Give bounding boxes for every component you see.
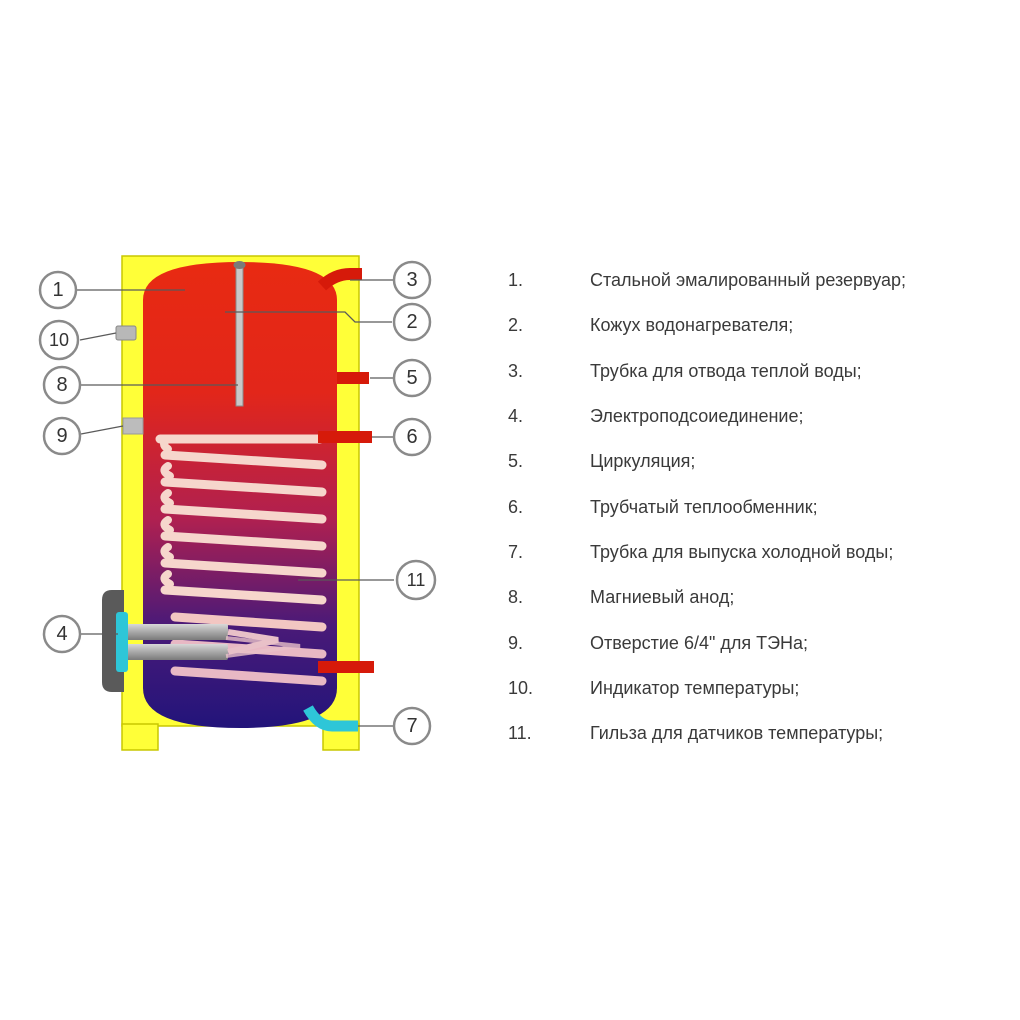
callout-label: 5 (406, 367, 417, 389)
callout-label: 10 (49, 330, 69, 350)
legend-item: 2. Кожух водонагревателя; (508, 303, 1008, 348)
legend-number: 10. (508, 677, 534, 698)
legend-number: 2. (508, 315, 524, 336)
legend-text: Гильза для датчиков температуры; (590, 723, 884, 744)
legend-list: 1. Стальной эмалированный резервуар; 2. … (508, 258, 1008, 756)
legend-number: 6. (508, 496, 524, 517)
legend-item: 3. Трубка для отвода теплой воды; (508, 349, 1008, 394)
electric-heater-element (120, 624, 301, 660)
callout-8: 8 (42, 365, 82, 405)
callout-6: 6 (392, 417, 432, 457)
legend-item: 9. Отверстие 6/4" для ТЭНа; (508, 620, 1008, 665)
callout-label: 8 (56, 374, 67, 396)
legend-item: 6. Трубчатый теплообменник; (508, 484, 1008, 529)
legend-text: Трубка для выпуска холодной воды; (590, 541, 894, 562)
steel-tank (143, 262, 337, 728)
heat-exchanger-inlet (318, 431, 372, 443)
callout-label: 2 (406, 311, 417, 333)
legend-item: 4. Электроподсоиединение; (508, 394, 1008, 439)
callout-label: 3 (406, 269, 417, 291)
callout-4: 4 (42, 614, 82, 654)
legend-number: 8. (508, 587, 524, 608)
legend-number: 1. (508, 270, 524, 291)
electrical-connection (102, 590, 128, 692)
callout-5: 5 (392, 358, 432, 398)
legend-number: 11. (508, 723, 532, 744)
legend-item: 1. Стальной эмалированный резервуар; (508, 258, 1008, 303)
cold-water-pipe (303, 705, 358, 732)
callout-label: 11 (407, 570, 426, 590)
legend-item: 8. Магниевый анод; (508, 575, 1008, 620)
callout-label: 9 (56, 425, 67, 447)
legend-text: Магниевый анод; (590, 587, 735, 608)
callout-7: 7 (392, 706, 432, 746)
callout-label: 4 (56, 623, 67, 645)
callout-10: 10 (38, 319, 80, 361)
legend-item: 11. Гильза для датчиков температуры; (508, 711, 1008, 756)
legend-number: 9. (508, 632, 524, 653)
legend-text: Стальной эмалированный резервуар; (590, 270, 907, 291)
callout-1: 1 (38, 270, 78, 310)
callout-11: 11 (395, 559, 437, 601)
legend-item: 7. Трубка для выпуска холодной воды; (508, 530, 1008, 575)
legend-item: 10. Индикатор температуры; (508, 666, 1008, 711)
callout-label: 7 (406, 715, 417, 737)
heater-port (122, 417, 144, 435)
legend-number: 5. (508, 451, 524, 472)
heat-exchanger-outlet (318, 661, 374, 673)
callout-label: 6 (406, 426, 417, 448)
legend-text: Циркуляция; (590, 451, 696, 472)
legend-text: Трубчатый теплообменник; (590, 496, 818, 517)
legend-text: Кожух водонагревателя; (590, 315, 794, 336)
legend-number: 3. (508, 360, 524, 381)
circulation-pipe (337, 372, 369, 384)
legend-text: Электроподсоиединение; (590, 406, 804, 427)
temperature-indicator (115, 325, 137, 341)
legend-text: Отверстие 6/4" для ТЭНа; (590, 632, 809, 653)
magnesium-anode (233, 261, 246, 407)
legend-item: 5. Циркуляция; (508, 439, 1008, 484)
callout-2: 2 (392, 302, 432, 342)
legend-number: 7. (508, 541, 524, 562)
legend-number: 4. (508, 406, 524, 427)
callout-3: 3 (392, 260, 432, 300)
callout-9: 9 (42, 416, 82, 456)
legend-text: Трубка для отвода теплой воды; (590, 360, 862, 381)
hot-water-pipe (317, 268, 362, 291)
callout-label: 1 (52, 279, 63, 301)
legend-text: Индикатор температуры; (590, 677, 800, 698)
leader-lines (76, 279, 394, 727)
